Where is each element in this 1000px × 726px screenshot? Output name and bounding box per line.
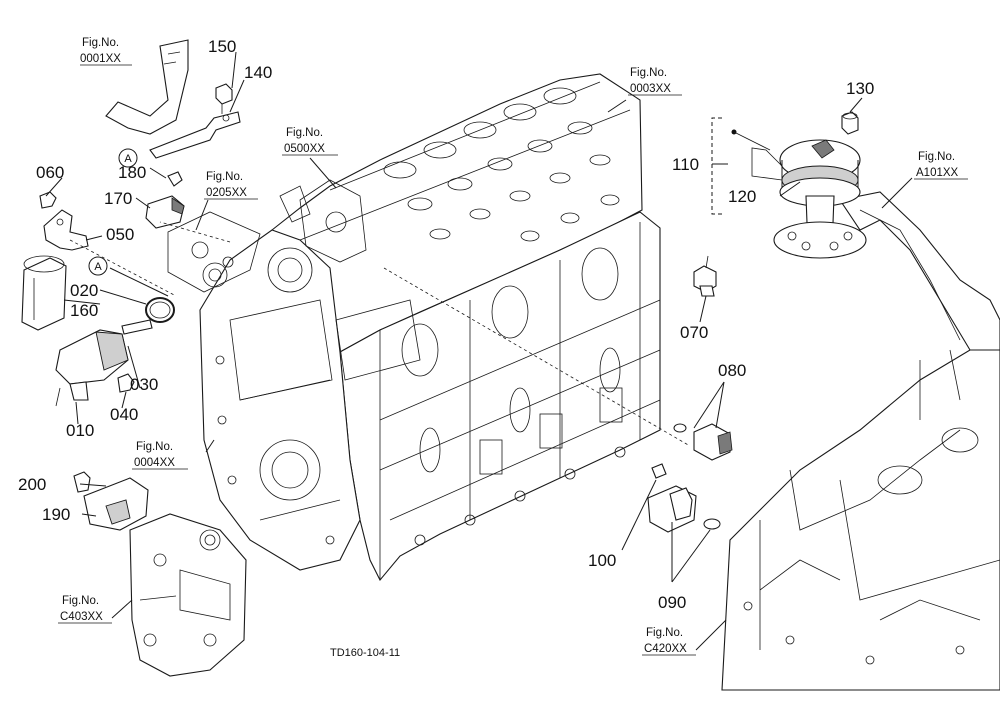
- part-180-bolt: [167, 171, 183, 187]
- part-030-pin: [121, 319, 153, 335]
- fig-code: C403XX: [60, 611, 103, 623]
- callout-050: 050: [106, 225, 134, 244]
- fig-label: Fig.No.: [646, 627, 683, 639]
- part-040-bolt: [117, 373, 135, 393]
- callout-120: 120: [728, 187, 756, 206]
- fig-code: 0001XX: [80, 53, 121, 65]
- part-010-actuator: [55, 329, 129, 407]
- fig-ref-0500: Fig.No. 0500XX: [282, 127, 338, 156]
- callout-140: 140: [244, 63, 272, 82]
- callout-130: 130: [846, 79, 874, 98]
- callout-090: 090: [658, 593, 686, 612]
- callout-150: 150: [208, 37, 236, 56]
- fig-label: Fig.No.: [630, 67, 667, 79]
- callout-060: 060: [36, 163, 64, 182]
- connector-a-top: A: [118, 148, 138, 168]
- fig-ref-c420: Fig.No. C420XX: [642, 627, 696, 656]
- callout-100: 100: [588, 551, 616, 570]
- fig-ref-0205: Fig.No. 0205XX: [204, 171, 258, 200]
- callout-080: 080: [718, 361, 746, 380]
- fig-label: Fig.No.: [918, 151, 955, 163]
- connector-a-label: A: [124, 153, 132, 165]
- part-170-sensor: [145, 195, 185, 229]
- callout-010: 010: [66, 421, 94, 440]
- callout-110: 110: [672, 155, 699, 174]
- right-housing: [721, 191, 1000, 691]
- callout-020: 020: [70, 281, 98, 300]
- part-020-oring: [145, 297, 175, 323]
- fig-label: Fig.No.: [286, 127, 323, 139]
- fig-code: 0003XX: [630, 83, 671, 95]
- fig-code: 0205XX: [206, 187, 247, 199]
- callout-numbers: 150 140 180 170 060 050 020 160 030 040 …: [18, 37, 874, 612]
- callout-160: 160: [70, 301, 98, 320]
- part-150-bolt: [215, 83, 233, 114]
- callout-040: 040: [110, 405, 138, 424]
- fig-label: Fig.No.: [136, 441, 173, 453]
- fig-ref-c403: Fig.No. C403XX: [58, 595, 112, 624]
- callout-180: 180: [118, 163, 146, 182]
- part-080-sensor: [673, 423, 733, 461]
- fig-code: 0500XX: [284, 143, 325, 155]
- part-090-sensor: [647, 463, 721, 533]
- connector-a-left: A: [88, 256, 108, 276]
- part-160-cover: [21, 255, 67, 331]
- engine-block: [167, 73, 661, 581]
- callout-200: 200: [18, 475, 46, 494]
- fig-code: A101XX: [916, 167, 959, 179]
- part-140-bracket: [105, 39, 241, 159]
- fig-code: 0004XX: [134, 457, 175, 469]
- part-200-bolt: [73, 471, 91, 493]
- part-130-bolt: [841, 111, 859, 135]
- fig-ref-a101: Fig.No. A101XX: [914, 151, 968, 180]
- fig-label: Fig.No.: [62, 595, 99, 607]
- callout-030: 030: [130, 375, 158, 394]
- callout-190: 190: [42, 505, 70, 524]
- leader-lines: [45, 51, 913, 651]
- callout-070: 070: [680, 323, 708, 342]
- fig-label: Fig.No.: [82, 37, 119, 49]
- fig-code: C420XX: [644, 643, 687, 655]
- part-c403-housing: [129, 513, 247, 677]
- part-070-sensor: [693, 255, 717, 297]
- fig-ref-0004: Fig.No. 0004XX: [132, 441, 188, 470]
- part-050-sensor: [43, 209, 89, 251]
- callout-170: 170: [104, 189, 132, 208]
- connector-a-label: A: [94, 261, 102, 273]
- fig-ref-0003: Fig.No. 0003XX: [628, 67, 682, 96]
- part-110-assembly: [731, 129, 867, 259]
- fig-ref-0001: Fig.No. 0001XX: [80, 37, 132, 66]
- fig-label: Fig.No.: [206, 171, 243, 183]
- drawing-code: TD160-104-11: [330, 647, 400, 659]
- part-190-sensor: [83, 477, 149, 531]
